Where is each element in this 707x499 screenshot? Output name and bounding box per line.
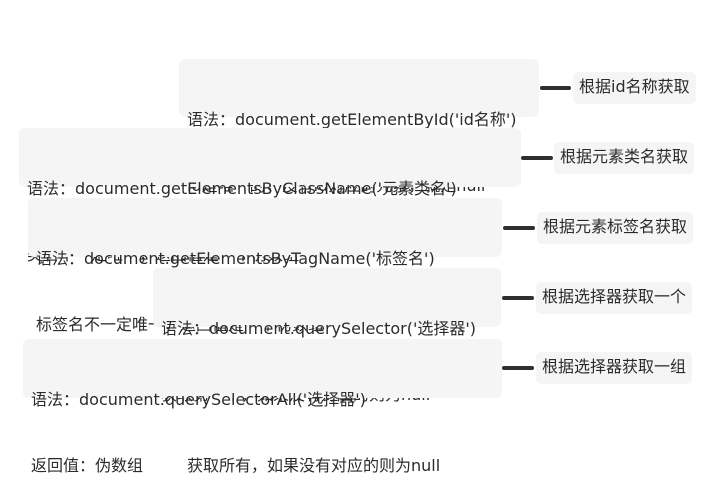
note-get-elements-by-class-name: 语法：document.getElementsByClassName('元素类名… xyxy=(19,128,521,264)
connector-line xyxy=(540,86,571,90)
note-get-elements-by-tag-name: 语法：document.getElementsByTagName('标签名') … xyxy=(28,198,502,334)
note-return-value: 返回值：伪数组 xyxy=(31,456,144,475)
connector-line xyxy=(502,366,534,370)
note-description: 获取所有，如果没有对应的则为null xyxy=(187,456,441,475)
note-syntax-line: 语法：document.querySelector('选择器') xyxy=(161,319,477,338)
topic-query-selector[interactable]: 根据选择器获取一个 xyxy=(536,282,693,314)
note-syntax-line: 语法：document.getElementsByClassName('元素类名… xyxy=(27,179,457,198)
topic-query-selector-all[interactable]: 根据选择器获取一组 xyxy=(536,352,693,384)
connector-line xyxy=(502,296,534,300)
topic-get-by-tag-name[interactable]: 根据元素标签名获取 xyxy=(537,212,694,244)
note-get-element-by-id: 语法：document.getElementById('id名称') id是唯一… xyxy=(179,59,539,195)
connector-line xyxy=(521,156,553,160)
note-syntax-line: 语法：document.getElementsByTagName('标签名') xyxy=(36,249,435,268)
note-query-selector: 语法：document.querySelector('选择器') 获取第一个，如… xyxy=(153,268,501,404)
note-query-selector-all: 语法：document.querySelectorAll('选择器') 返回值：… xyxy=(23,339,502,475)
topic-get-by-class-name[interactable]: 根据元素类名获取 xyxy=(554,142,695,174)
topic-get-by-id[interactable]: 根据id名称获取 xyxy=(573,72,696,104)
note-description-line: 返回值：伪数组 获取所有，如果没有对应的则为null xyxy=(31,455,494,477)
connector-line xyxy=(503,226,535,230)
note-syntax-line: 语法：document.querySelectorAll('选择器') xyxy=(31,390,366,409)
note-syntax-line: 语法：document.getElementById('id名称') xyxy=(187,110,517,129)
